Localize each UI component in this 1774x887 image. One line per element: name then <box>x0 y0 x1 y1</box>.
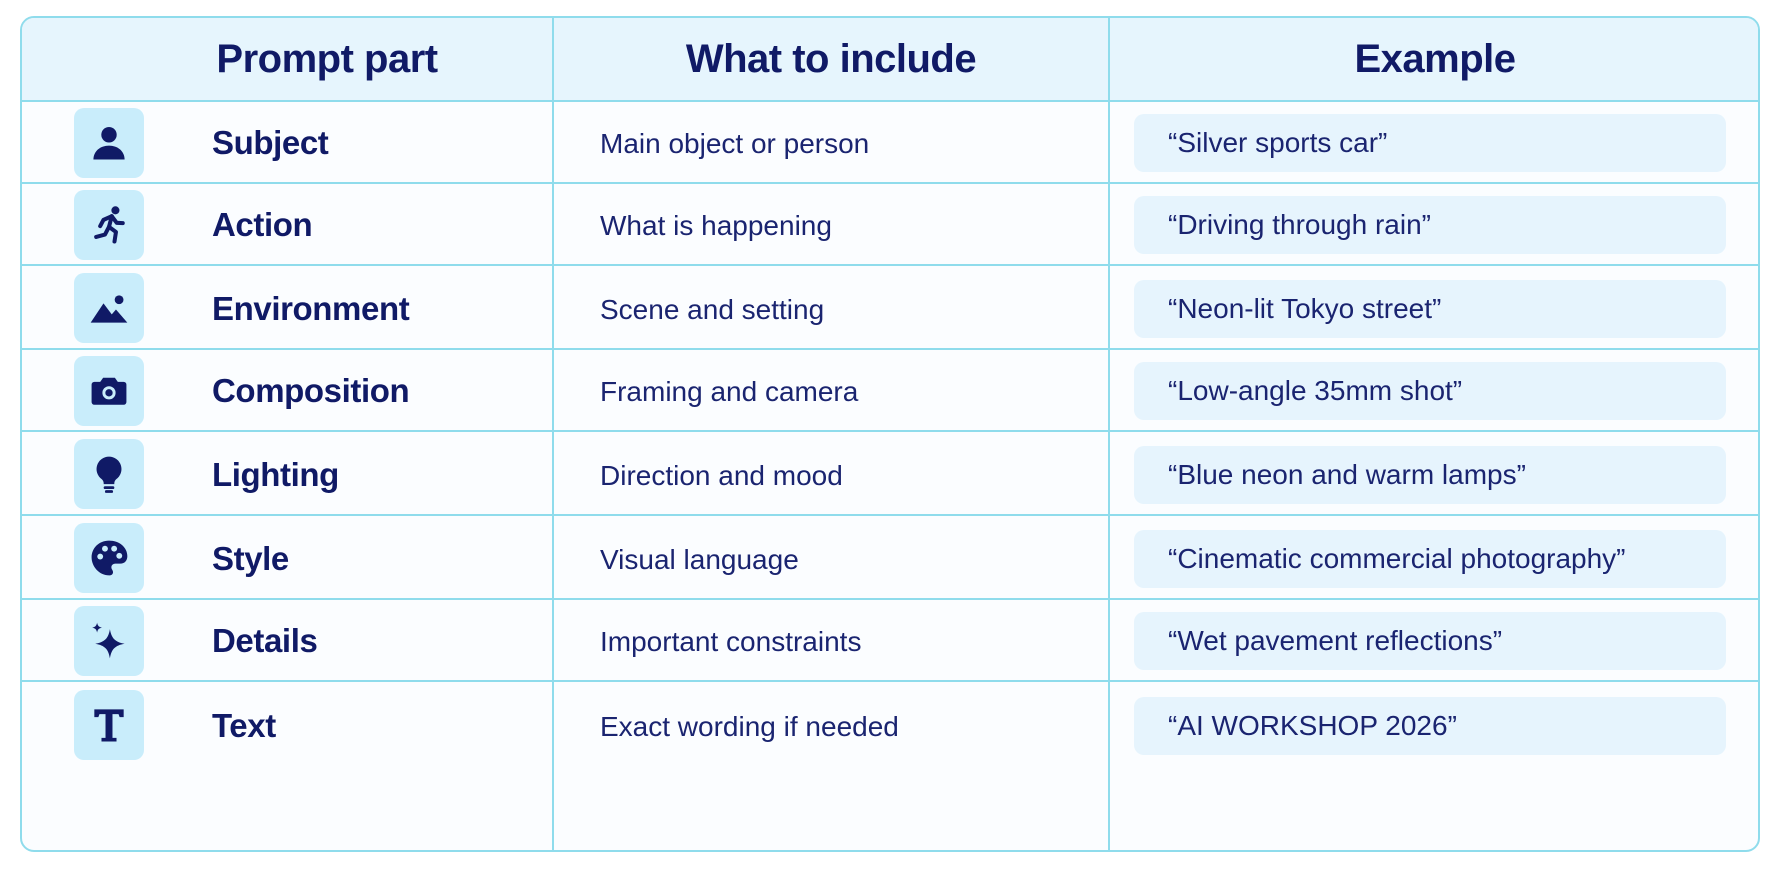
header-what-to-include: What to include <box>685 36 977 81</box>
text-t-icon <box>94 709 124 742</box>
palette-icon <box>91 540 128 576</box>
example-pill: “Silver sports car” <box>1134 114 1726 172</box>
example-pill: “AI WORKSHOP 2026” <box>1134 697 1726 755</box>
include-text: Scene and setting <box>600 294 825 325</box>
part-label: Composition <box>212 372 410 409</box>
part-label: Text <box>212 707 276 744</box>
include-text: Framing and camera <box>600 376 859 407</box>
table-row-action: Action What is happening “Driving throug… <box>22 184 1758 266</box>
part-label: Environment <box>212 290 410 327</box>
icon-tile <box>74 108 144 178</box>
table-row-environment: Environment Scene and setting “Neon-lit … <box>22 266 1758 350</box>
table-header: Prompt part What to include Example <box>22 18 1758 102</box>
part-label: Style <box>212 540 289 577</box>
icon-tile <box>74 606 144 676</box>
icon-tile <box>74 439 144 509</box>
table-row-subject: Subject Main object or person “Silver sp… <box>22 102 1758 184</box>
example-pill: “Low-angle 35mm shot” <box>1134 362 1726 420</box>
example-pill: “Driving through rain” <box>1134 196 1726 254</box>
person-icon <box>93 127 125 160</box>
landscape-icon <box>90 295 128 323</box>
include-text: Main object or person <box>600 128 870 159</box>
part-label: Details <box>212 622 318 659</box>
table-row-text: Text Exact wording if needed “AI WORKSHO… <box>22 682 1758 850</box>
icon-tile <box>74 690 144 760</box>
table-row-composition: Composition Framing and camera “Low-angl… <box>22 350 1758 432</box>
part-label: Action <box>212 206 313 243</box>
column-divider <box>552 18 554 850</box>
example-pill: “Wet pavement reflections” <box>1134 612 1726 670</box>
running-person-icon <box>94 206 125 244</box>
icon-tile <box>74 190 144 260</box>
include-text: Important constraints <box>600 626 862 657</box>
lightbulb-icon <box>96 456 122 493</box>
include-text: Visual language <box>600 544 799 575</box>
part-label: Subject <box>212 124 329 161</box>
table-row-details: Details Important constraints “Wet pavem… <box>22 600 1758 682</box>
header-example: Example <box>1354 36 1516 81</box>
example-pill: “Cinematic commercial photography” <box>1134 530 1726 588</box>
table-row-style: Style Visual language “Cinematic commerc… <box>22 516 1758 600</box>
icon-tile <box>74 273 144 343</box>
example-pill: “Blue neon and warm lamps” <box>1134 446 1726 504</box>
sparkle-icon <box>92 622 125 659</box>
header-prompt-part: Prompt part <box>216 36 438 81</box>
include-text: Direction and mood <box>600 460 843 491</box>
example-pill: “Neon-lit Tokyo street” <box>1134 280 1726 338</box>
prompt-parts-table: Prompt part What to include Example Subj… <box>20 16 1760 852</box>
icon-tile <box>74 523 144 593</box>
column-divider <box>1108 18 1110 850</box>
include-text: Exact wording if needed <box>600 711 899 742</box>
part-label: Lighting <box>212 456 339 493</box>
icon-tile <box>74 356 144 426</box>
camera-icon <box>91 377 127 405</box>
include-text: What is happening <box>600 210 832 241</box>
table-row-lighting: Lighting Direction and mood “Blue neon a… <box>22 432 1758 516</box>
